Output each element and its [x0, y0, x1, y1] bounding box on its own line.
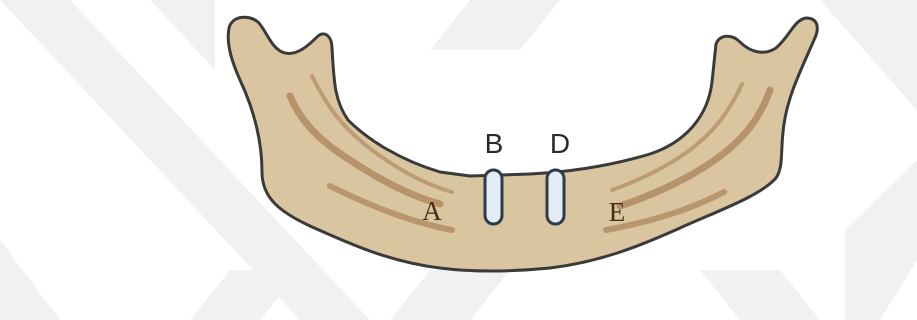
label-b: B: [485, 128, 504, 159]
mandible-bone: [228, 17, 817, 271]
watermark-band: [390, 270, 510, 320]
watermark-band: [820, 0, 917, 110]
watermark-band: [845, 160, 917, 320]
label-a: A: [422, 196, 442, 226]
label-d: D: [550, 128, 570, 159]
implant-d: [547, 170, 564, 224]
watermark-band: [700, 270, 820, 320]
watermark-band: [430, 0, 560, 50]
watermark-band: [0, 240, 60, 320]
implant-b: [485, 170, 502, 224]
label-e: E: [609, 197, 626, 227]
watermark-band: [150, 0, 215, 70]
